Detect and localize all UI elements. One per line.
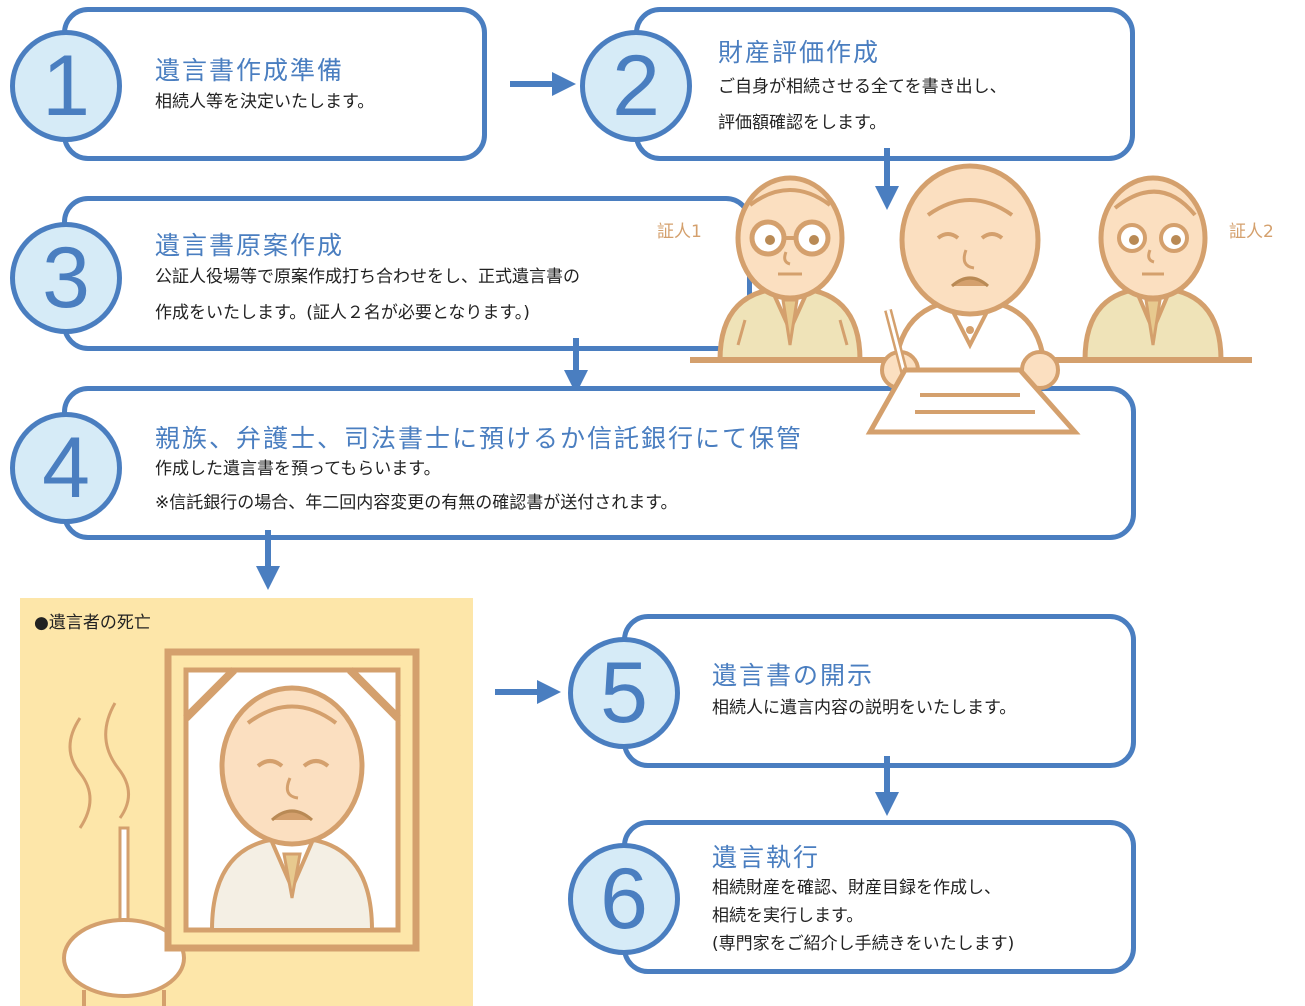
step-5-title: 遺言書の開示: [712, 661, 875, 690]
step-3-title: 遺言書原案作成: [155, 231, 345, 260]
step-3-desc-line-1: 公証人役場等で原案作成打ち合わせをし、正式遺言書の: [155, 267, 580, 287]
step-4-desc-line-1: 作成した遺言書を預ってもらいます。: [155, 459, 441, 479]
step-4-title: 親族、弁護士、司法書士に預けるか信託銀行にて保管: [155, 424, 804, 453]
step-2-number: 2: [580, 30, 692, 142]
step-6-desc-line-1: 相続財産を確認、財産目録を作成し、: [712, 878, 1001, 898]
arrow-right-to-5: [495, 680, 561, 704]
step-2-title: 財産評価作成: [718, 38, 881, 67]
step-5-desc: 相続人に遺言内容の説明をいたします。: [712, 698, 1017, 718]
witness-2-label: 証人2: [1229, 222, 1274, 242]
step-5-box: [622, 614, 1136, 768]
step-1-title: 遺言書作成準備: [155, 56, 345, 85]
step-4-number: 4: [10, 412, 122, 524]
step-6-desc-line-2: 相続を実行します。: [712, 906, 864, 926]
arrow-down-5: [875, 756, 899, 816]
witnesses-illustration: [690, 163, 1252, 435]
step-2-desc-line-2: 評価額確認をします。: [718, 113, 887, 133]
step-3-number: 3: [10, 222, 122, 334]
step-1-desc: 相続人等を決定いたします。: [155, 92, 375, 112]
step-6-desc-line-3: (専門家をご紹介し手続きをいたします): [712, 934, 1015, 954]
step-3-desc-line-2: 作成をいたします。(証人２名が必要となります。): [155, 303, 530, 323]
arrow-right-1-2: [510, 72, 576, 96]
death-panel-heading: ●遺言者の死亡: [34, 613, 151, 633]
step-2-box: [634, 7, 1135, 161]
witness-1-label: 証人1: [657, 222, 702, 242]
step-5-number: 5: [568, 637, 680, 749]
witness-right-figure: [1082, 175, 1224, 363]
witness-left-figure: [717, 175, 863, 363]
arrow-down-4: [256, 530, 280, 590]
arrow-down-3: [564, 338, 588, 394]
step-6-title: 遺言執行: [712, 843, 821, 872]
step-1-box: [62, 7, 487, 161]
memorial-illustration: [62, 648, 420, 1006]
testator-figure: [880, 163, 1060, 404]
step-6-number: 6: [568, 843, 680, 955]
step-4-desc-line-2: ※信託銀行の場合、年二回内容変更の有無の確認書が送付されます。: [155, 493, 678, 513]
step-2-desc-line-1: ご自身が相続させる全てを書き出し、: [718, 77, 1007, 97]
arrow-down-2: [875, 148, 899, 210]
step-3-box: [62, 196, 752, 351]
step-1-number: 1: [10, 30, 122, 142]
document-paper: [865, 367, 1081, 435]
